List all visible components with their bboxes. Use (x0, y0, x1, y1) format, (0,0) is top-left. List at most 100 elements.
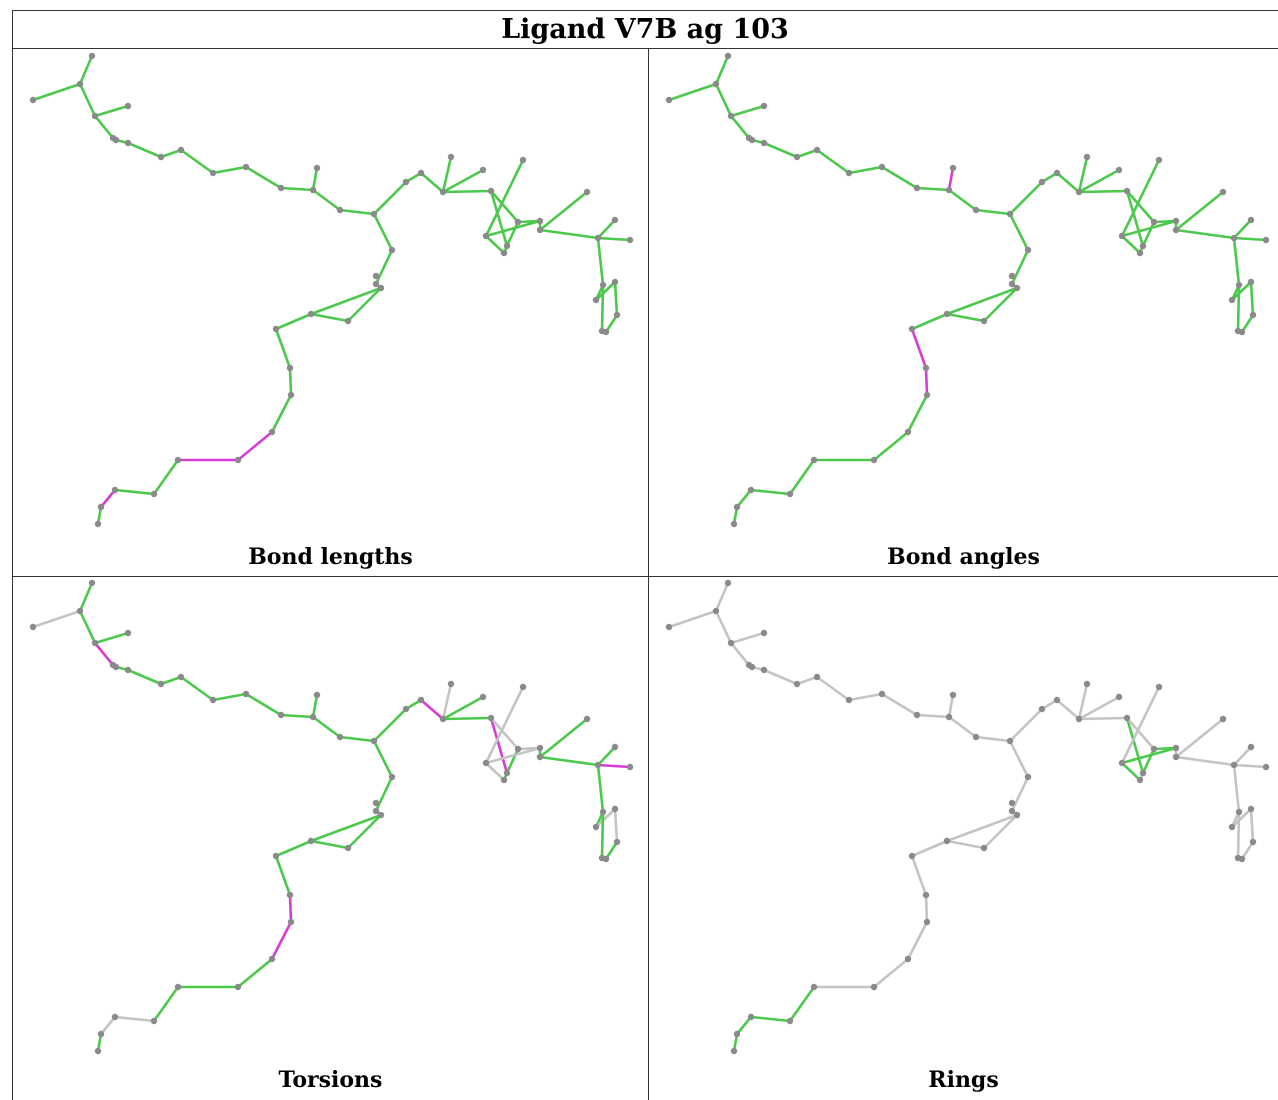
divider-horizontal (12, 576, 1278, 577)
bond-57 (1240, 840, 1255, 861)
bond-35 (441, 155, 453, 194)
atom-40 (1150, 745, 1158, 753)
bond-54 (613, 280, 619, 317)
atom-10 (845, 696, 853, 704)
bond-21 (346, 286, 383, 323)
atom-18 (1008, 280, 1016, 288)
bond-28 (788, 458, 816, 496)
atom-22 (344, 317, 352, 325)
atom-30 (111, 486, 119, 494)
atom-37 (479, 166, 487, 174)
bond-47 (1174, 190, 1225, 232)
atom-16 (370, 737, 378, 745)
bond-24 (288, 893, 293, 924)
bond-3 (729, 631, 766, 645)
atom-39 (503, 769, 511, 777)
bond-12 (279, 713, 315, 719)
bond-28 (788, 985, 816, 1023)
bond-47 (538, 717, 589, 759)
atom-23 (272, 852, 280, 860)
bond-3 (93, 631, 130, 645)
atom-4 (760, 629, 768, 637)
atom-31 (97, 1030, 105, 1038)
atom-29 (150, 490, 158, 498)
atom-7 (760, 139, 768, 147)
atom-38 (487, 187, 495, 195)
atom-18 (372, 807, 380, 815)
atom-26 (268, 955, 276, 963)
atom-4 (760, 102, 768, 110)
atom-55 (1172, 226, 1180, 234)
atom-25 (287, 391, 295, 399)
molecule-bond-angles (665, 52, 1270, 528)
atom-51 (611, 805, 619, 813)
atom-10 (209, 696, 217, 704)
bond-22 (910, 839, 949, 858)
atom-39 (1139, 769, 1147, 777)
bond-55 (600, 810, 605, 860)
bond-43 (484, 761, 506, 782)
bond-50 (1232, 745, 1253, 767)
bond-13 (947, 166, 955, 192)
atom-9 (813, 146, 821, 154)
atom-54 (1238, 328, 1246, 336)
atom-46 (594, 761, 602, 769)
atom-19 (1008, 799, 1016, 807)
bond-23 (910, 854, 928, 897)
bond-16 (372, 739, 394, 779)
atom-43 (1136, 249, 1144, 257)
bond-36 (441, 168, 485, 194)
bond-25 (906, 393, 929, 434)
atom-29 (786, 1017, 794, 1025)
bond-47 (1174, 717, 1225, 759)
atom-18 (372, 280, 380, 288)
atom-3 (91, 639, 99, 647)
bond-36 (1077, 695, 1121, 721)
bond-40 (489, 189, 520, 224)
bond-16 (1008, 212, 1030, 252)
atom-17 (1024, 773, 1032, 781)
bond-38 (1125, 189, 1145, 248)
atom-43 (1136, 776, 1144, 784)
bond-42 (1120, 746, 1178, 765)
bond-25 (270, 393, 293, 434)
bond-21 (982, 813, 1019, 850)
atom-17 (388, 246, 396, 254)
atom-24 (922, 364, 930, 372)
bond-0 (714, 54, 730, 86)
atom-33 (402, 178, 410, 186)
bond-13 (311, 166, 319, 192)
atom-16 (370, 210, 378, 218)
atom-50 (592, 296, 600, 304)
bond-1 (31, 609, 82, 629)
bond-15 (974, 735, 1012, 743)
atom-6 (748, 136, 756, 144)
atom-48 (611, 216, 619, 224)
atom-38 (1123, 714, 1131, 722)
atom-52 (613, 838, 621, 846)
bond-14 (947, 715, 978, 739)
bond-0 (78, 54, 94, 86)
bond-0 (78, 581, 94, 613)
atom-28 (810, 456, 818, 464)
atom-30 (747, 1013, 755, 1021)
atom-44 (1155, 156, 1163, 164)
atom-27 (870, 456, 878, 464)
atom-2 (29, 96, 37, 104)
bond-43 (1120, 234, 1142, 255)
bond-28 (152, 985, 180, 1023)
bond-47 (538, 190, 589, 232)
bond-20 (945, 839, 986, 850)
bond-11 (880, 165, 919, 190)
atom-40 (514, 745, 522, 753)
bond-48 (1174, 755, 1236, 767)
panel-bond-lengths: Bond lengths (13, 50, 648, 576)
bond-43 (484, 234, 506, 255)
atom-51 (1247, 805, 1255, 813)
atom-15 (336, 733, 344, 741)
bond-37 (441, 189, 493, 194)
bond-40 (1125, 189, 1156, 224)
atom-30 (111, 1013, 119, 1021)
bond-0 (714, 581, 730, 613)
bond-16 (1008, 739, 1030, 779)
